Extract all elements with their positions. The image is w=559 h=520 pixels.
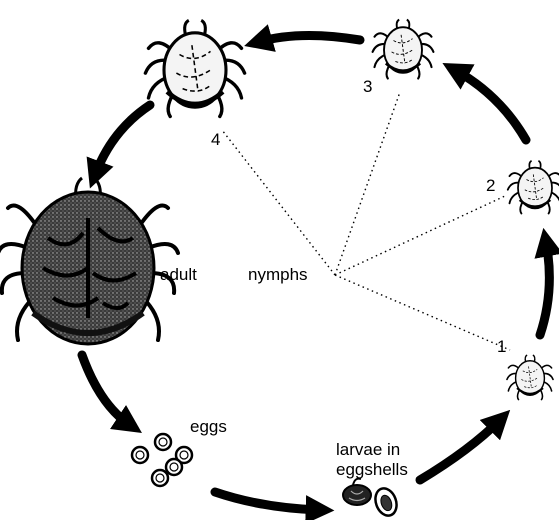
- larvae-label-line2: eggshells: [336, 460, 408, 479]
- larva-icon: [343, 479, 371, 505]
- eggs-cluster: [132, 434, 192, 486]
- nymph-pointer-lines: [222, 92, 510, 350]
- nymph-tick-icon: [507, 355, 553, 400]
- egg-icon: [166, 459, 182, 475]
- nymph-tick-icon: [145, 20, 244, 116]
- arrow-icon: [95, 105, 150, 175]
- arrow-icon: [258, 35, 360, 42]
- nymph-tick-icon: [373, 20, 434, 79]
- stage-number-4: 4: [211, 130, 220, 149]
- stage-number-1: 1: [497, 337, 506, 356]
- stage-number-3: 3: [363, 77, 372, 96]
- adult-tick-icon: [0, 178, 178, 344]
- larvae-label-line1: larvae in: [336, 440, 400, 459]
- nymph-tick-icon: [508, 161, 559, 214]
- arrow-icon: [215, 492, 320, 510]
- nymphs-label: nymphs: [248, 265, 308, 284]
- adult-label: adult: [160, 265, 197, 284]
- arrow-icon: [82, 355, 130, 425]
- egg-icon: [152, 470, 168, 486]
- arrow-icon: [455, 70, 526, 140]
- stage-number-2: 2: [486, 176, 495, 195]
- arrow-icon: [540, 242, 549, 335]
- egg-icon: [132, 447, 148, 463]
- arrow-icon: [420, 420, 500, 480]
- eggs-label: eggs: [190, 417, 227, 436]
- egg-icon: [155, 434, 171, 450]
- larva-icon: [372, 485, 400, 518]
